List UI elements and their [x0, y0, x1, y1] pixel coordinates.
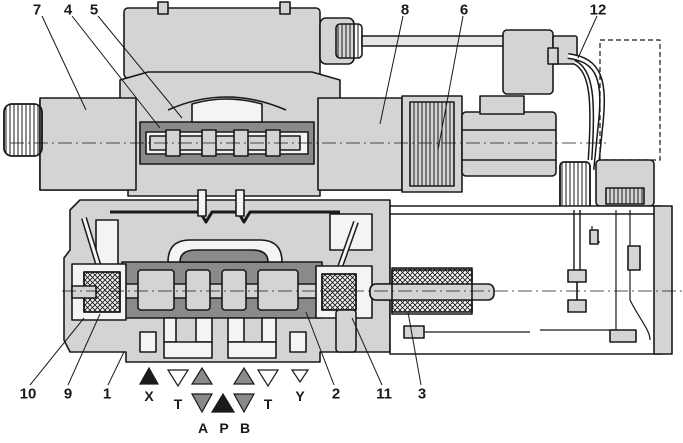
port-p-marker — [210, 392, 236, 413]
port-label-p: P — [219, 420, 229, 436]
port-t-left-marker — [166, 369, 190, 388]
manual-override-knob — [3, 103, 43, 157]
callout-9: 9 — [63, 385, 73, 403]
port-b-upper-marker — [232, 366, 256, 385]
callout-12: 12 — [589, 1, 607, 19]
callout-2: 2 — [331, 385, 341, 403]
port-y-marker — [290, 369, 310, 384]
callout-3: 3 — [417, 385, 427, 403]
callout-5: 5 — [89, 1, 99, 19]
callout-6: 6 — [459, 1, 469, 19]
callout-4: 4 — [63, 1, 73, 19]
callout-7: 7 — [32, 1, 42, 19]
pressure-plug — [335, 309, 357, 353]
solenoid-b — [317, 97, 403, 191]
plug-connector-2 — [567, 299, 587, 313]
end-cap-left — [71, 285, 97, 299]
port-label-x: X — [144, 388, 154, 404]
port-a-lower-marker — [190, 393, 214, 414]
callout-1: 1 — [102, 385, 112, 403]
port-label-t-left: T — [173, 396, 183, 412]
cable-gland-lower — [559, 161, 591, 211]
port-label-t-right: T — [263, 396, 273, 412]
port-a-upper-marker — [190, 366, 214, 385]
port-t-right-marker — [256, 369, 280, 388]
port-label-a: A — [197, 420, 209, 436]
callout-8: 8 — [400, 1, 410, 19]
plug-connector-1 — [567, 269, 587, 283]
callout-10: 10 — [19, 385, 37, 403]
port-label-y: Y — [295, 388, 305, 404]
callout-11: 11 — [376, 385, 392, 403]
port-label-b: B — [239, 420, 251, 436]
connector-housing — [123, 7, 321, 79]
port-b-lower-marker — [232, 393, 256, 414]
plug-connector-3 — [609, 329, 637, 343]
cable-connector — [502, 29, 554, 95]
solenoid-a — [39, 97, 137, 191]
sensor-electronics — [461, 111, 557, 177]
port-x-marker — [138, 366, 160, 385]
